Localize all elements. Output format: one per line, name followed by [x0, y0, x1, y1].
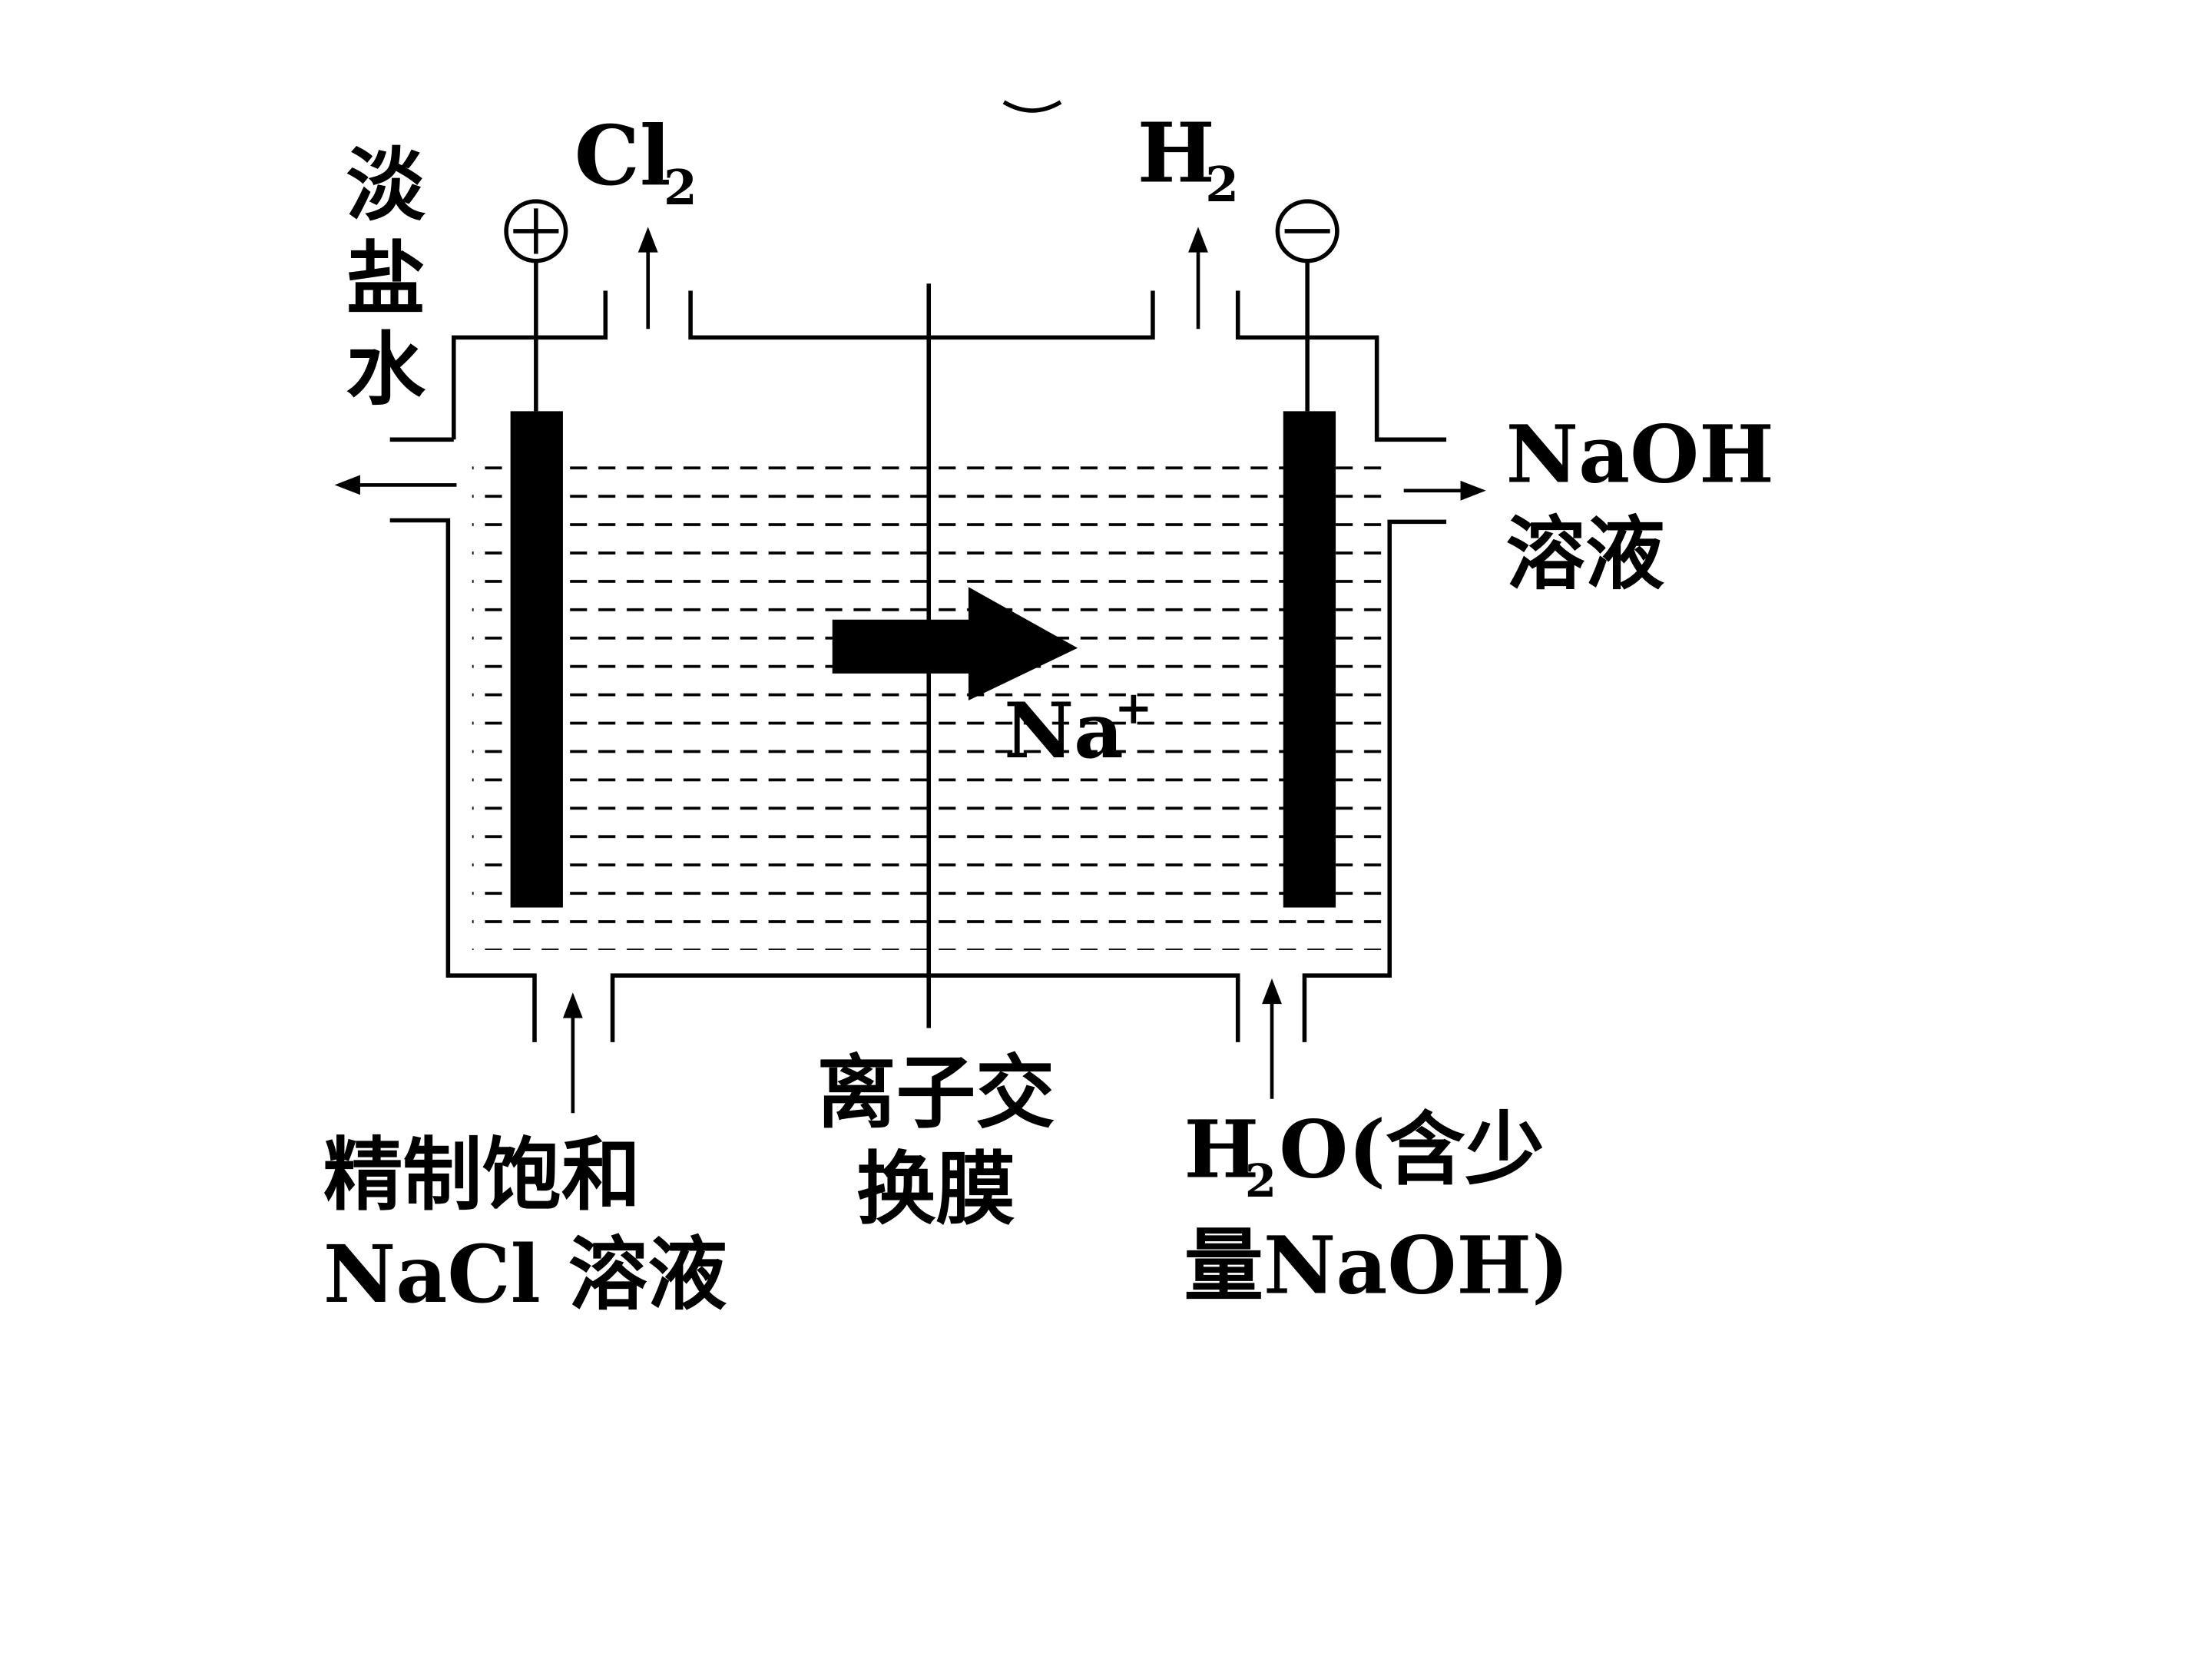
na-ion-label: Na [1004, 685, 1124, 776]
brine-out-left-arrow [334, 475, 457, 495]
nacl-feed-label-line1: 精制饱和 [323, 1129, 641, 1222]
h2-subscript: 2 [1205, 156, 1239, 213]
h2-label: H [1137, 104, 1215, 201]
water-feed-label-subscript: 2 [1245, 1154, 1277, 1207]
top-mark [1002, 100, 1062, 113]
water-feed-label-h: H [1184, 1103, 1260, 1196]
cl2-up-arrow [637, 227, 658, 329]
naoh-out-label-line1: NaOH [1506, 409, 1774, 502]
naoh-out-label-line2: 溶液 [1506, 508, 1665, 601]
membrane-label-line1: 离子交 [816, 1046, 1055, 1139]
water-feed-label-line2: 量NaOH) [1184, 1220, 1569, 1313]
cathode-minus-icon [1275, 199, 1339, 263]
anode-electrode [510, 411, 563, 908]
na-ion-migration-arrow [832, 587, 1078, 700]
brine-out-label-2: 盐 [346, 233, 425, 326]
h2-up-arrow [1188, 227, 1208, 329]
naoh-out-right-arrow [1403, 480, 1486, 501]
water-inlet-up-arrow [1262, 978, 1282, 1099]
brine-out-label-1: 淡 [346, 139, 426, 232]
cathode-electrode [1283, 411, 1336, 908]
brine-out-label-3: 水 [346, 323, 426, 416]
cl2-subscript: 2 [664, 159, 697, 216]
cl2-label: Cl [575, 108, 671, 204]
anode-plus-icon [504, 199, 568, 263]
na-ion-superscript: + [1114, 681, 1153, 734]
nacl-inlet-up-arrow [562, 992, 583, 1114]
cell-body [389, 290, 1447, 1042]
nacl-feed-label-line2: NaCl 溶液 [323, 1228, 727, 1321]
water-feed-label-rest: O(含少 [1279, 1103, 1545, 1196]
membrane-label-line2: 换膜 [856, 1143, 1015, 1236]
